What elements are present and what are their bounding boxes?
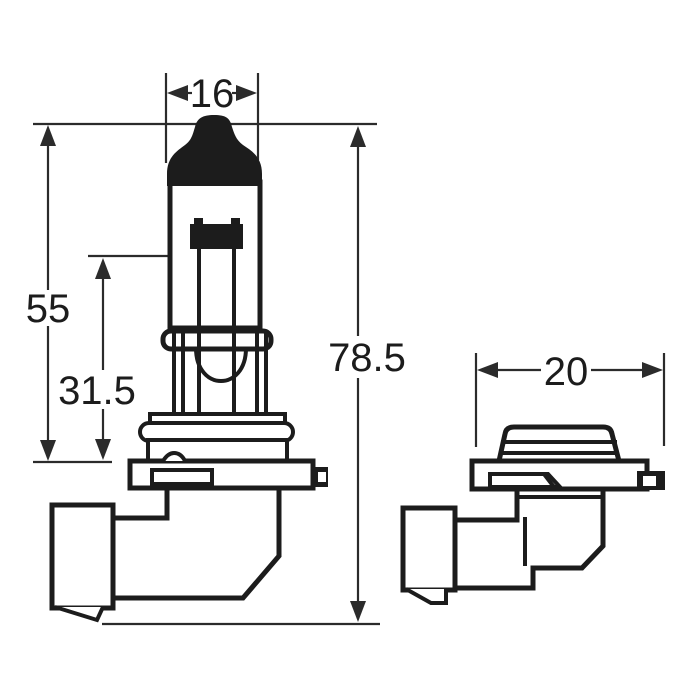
- filament-tab-left: [194, 218, 203, 226]
- flange-bump: [161, 450, 187, 463]
- dimension-overall-height: 78.5: [328, 126, 406, 622]
- dimension-base-width: 20: [477, 350, 663, 394]
- arrowhead-up-icon: [350, 126, 366, 147]
- terminal-block: [49, 502, 116, 611]
- dim-label-filament-height: 31.5: [58, 369, 136, 413]
- arrowhead-down-icon: [350, 601, 366, 622]
- support-rods: [172, 249, 268, 415]
- dim-label-base-width: 20: [544, 350, 589, 394]
- flange-tab-side-window: [643, 476, 656, 486]
- dim-label-bulb-width: 16: [190, 72, 235, 116]
- dimension-annotations: 16 55 31.5 78.5 20: [26, 72, 666, 626]
- filament-block: [190, 224, 243, 249]
- flange-key-step: [150, 468, 214, 486]
- neck-collar: [160, 328, 274, 352]
- arrowhead-left-icon: [167, 85, 188, 101]
- flange-keyway: [488, 472, 565, 489]
- glass-envelope: [167, 179, 263, 331]
- flange-tab-window: [318, 472, 326, 482]
- front-view: [49, 115, 328, 623]
- connector-elbow: [49, 486, 282, 623]
- elbow-upper-edge-side: [455, 488, 520, 523]
- side-view: [400, 424, 665, 605]
- elbow-upper-edge: [113, 486, 170, 521]
- arrowhead-right-icon: [236, 85, 257, 101]
- terminal-foot: [54, 605, 105, 623]
- dim-label-glass-height: 55: [26, 287, 71, 331]
- dimension-glass-height: 55: [26, 125, 71, 461]
- arrowhead-down-icon: [40, 440, 56, 461]
- arrowhead-up-icon: [40, 125, 56, 146]
- bulb-tip-dome: [167, 115, 262, 186]
- arrowhead-right-icon: [642, 362, 663, 378]
- arrowhead-left-icon: [477, 362, 498, 378]
- wire-loop: [194, 347, 248, 383]
- keyway-slash: [542, 472, 556, 489]
- elbow-outer-edge: [111, 486, 282, 601]
- dim-label-overall-height: 78.5: [328, 336, 406, 380]
- connector-elbow-side: [400, 488, 606, 605]
- terminal-block-side: [400, 505, 458, 593]
- filament-tab-right: [231, 218, 240, 226]
- dimension-filament-height: 31.5: [58, 258, 136, 460]
- terminal-foot-side: [405, 587, 448, 605]
- dimension-bulb-width: 16: [167, 72, 257, 116]
- arrowhead-up-icon: [95, 258, 111, 279]
- bulb-base: [127, 412, 328, 491]
- elbow-outer-edge-side: [455, 488, 606, 591]
- arrowhead-down-icon: [95, 439, 111, 460]
